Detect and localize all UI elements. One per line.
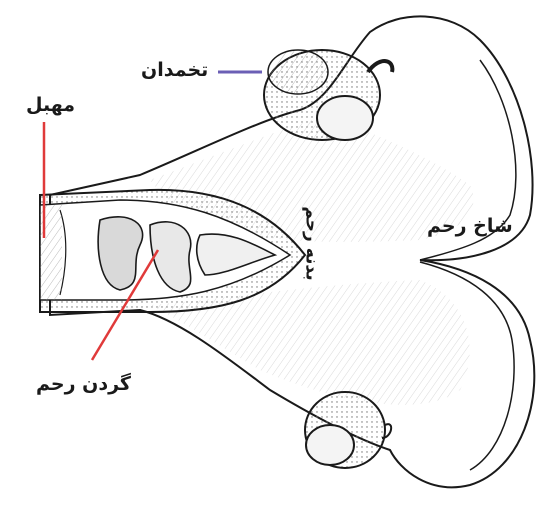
ovary-label: تخمدان xyxy=(141,61,208,80)
uterine-body-label: بدنه رحم xyxy=(303,206,320,280)
vagina-label: مهبل xyxy=(26,96,75,115)
uterine-horn-label: شاخ رحم xyxy=(427,217,513,236)
cervix-label: گردن رحم xyxy=(36,375,131,394)
